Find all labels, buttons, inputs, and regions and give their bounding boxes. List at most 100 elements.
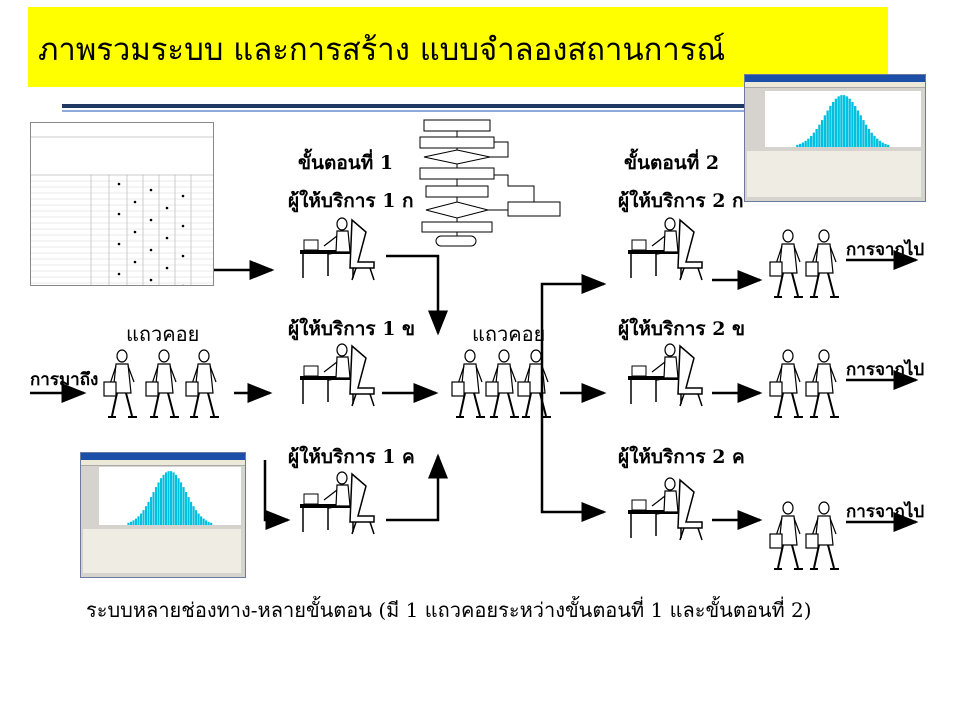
histogram-bar — [132, 520, 135, 525]
queue-2-label: แถวคอย — [472, 322, 546, 346]
window-menubar — [81, 460, 245, 466]
form-mark — [165, 266, 169, 270]
form-mark — [181, 194, 185, 198]
histogram-bar — [152, 492, 155, 525]
server-2b-desk — [627, 343, 703, 407]
title-rule-light — [62, 110, 862, 112]
histogram-bar — [804, 140, 807, 147]
histogram-bar — [807, 138, 810, 147]
histogram — [127, 471, 213, 525]
form-mark — [149, 188, 153, 192]
histogram-bar — [851, 101, 854, 147]
customer-queue1-3 — [185, 349, 220, 419]
title-bar — [28, 7, 888, 87]
histogram-bar — [170, 471, 173, 525]
histogram-bar — [164, 472, 168, 525]
results-pane — [83, 529, 241, 573]
form-mark — [133, 200, 137, 204]
histogram-bar — [848, 98, 851, 147]
histogram-bar — [856, 110, 860, 147]
histogram-bar — [870, 132, 873, 147]
stage-2-label: ขั้นตอนที่ 2 — [624, 152, 720, 174]
server-1b-desk — [299, 343, 375, 407]
histogram-bar — [876, 138, 879, 147]
histogram-bar — [878, 140, 882, 147]
server-2c-desk — [627, 477, 703, 541]
histogram-pane — [765, 91, 921, 147]
customer-queue1-1 — [103, 349, 138, 419]
histogram-bar — [840, 95, 843, 147]
histogram-bar — [823, 115, 827, 147]
histogram-bar — [139, 513, 143, 525]
window-titlebar — [745, 75, 925, 82]
server-1a-desk — [299, 217, 375, 281]
histogram-bar — [172, 472, 175, 525]
histogram-bar — [837, 96, 840, 147]
histogram-bar — [134, 518, 138, 525]
customer-queue2-3 — [517, 349, 552, 419]
histogram-bar — [843, 95, 846, 147]
histogram-bar — [137, 516, 140, 525]
histogram-bar — [205, 520, 208, 525]
histogram-bar — [801, 142, 805, 147]
histogram-bar — [820, 120, 824, 147]
form-mark — [149, 248, 153, 252]
histogram-bar — [127, 522, 130, 525]
histogram-bar — [881, 142, 884, 147]
slide-title: ภาพรวมระบบ และการสร้าง แบบจำลองสถานการณ์ — [38, 32, 726, 68]
histogram-bar — [142, 510, 145, 525]
form-mark — [133, 230, 137, 234]
histogram-bar — [162, 474, 165, 525]
histogram-bar — [815, 128, 818, 147]
window-menubar — [745, 82, 925, 88]
histogram-bar — [180, 482, 183, 525]
histogram-bar — [157, 482, 160, 525]
server-2b-label: ผู้ให้บริการ 2 ข — [618, 318, 746, 340]
histogram-bar — [867, 128, 871, 147]
histogram-bar — [200, 516, 203, 525]
title-rule-dark — [62, 104, 862, 108]
histogram-bar — [197, 513, 200, 525]
histogram-bar — [812, 132, 816, 147]
histogram-bar — [873, 135, 876, 147]
histogram-bar — [190, 501, 193, 525]
departing-customer-c1 — [769, 501, 804, 571]
server-1a-label: ผู้ให้บริการ 1 ก — [288, 190, 414, 212]
results-pane — [747, 151, 921, 197]
queue-1-label: แถวคอย — [126, 322, 200, 346]
histogram-bar — [154, 487, 158, 525]
histogram — [796, 95, 890, 147]
departure-label-c: การจากไป — [846, 502, 925, 522]
form-mark — [149, 218, 153, 222]
histogram-bar — [826, 110, 829, 147]
histogram-bar — [192, 506, 195, 525]
histogram-bar — [144, 506, 148, 525]
departing-customer-c2 — [805, 501, 840, 571]
histogram-bar — [859, 115, 862, 147]
server-2a-label: ผู้ให้บริการ 2 ก — [618, 190, 744, 212]
histogram-bar — [865, 124, 868, 147]
histogram-bar — [818, 124, 821, 147]
histogram-bar — [829, 105, 832, 147]
server-1c-desk — [299, 471, 375, 535]
form-mark — [117, 242, 121, 246]
histogram-bar — [159, 478, 163, 525]
form-mark — [133, 260, 137, 264]
departing-customer-b1 — [769, 349, 804, 419]
histogram-bar — [147, 501, 150, 525]
histogram-bar — [884, 143, 887, 147]
form-mark — [117, 182, 121, 186]
histogram-bar — [149, 497, 153, 525]
histogram-bar — [202, 518, 205, 525]
flowchart — [419, 119, 561, 247]
server-1b-label: ผู้ให้บริการ 1 ข — [288, 318, 416, 340]
histogram-pane — [99, 467, 241, 525]
server-2c-label: ผู้ให้บริการ 2 ค — [618, 446, 745, 468]
form-grid — [31, 136, 213, 288]
histogram-bar — [129, 521, 133, 525]
arrival-label: การมาถึง — [30, 370, 99, 390]
simulation-window-bottom — [80, 452, 246, 578]
form-mark — [117, 212, 121, 216]
